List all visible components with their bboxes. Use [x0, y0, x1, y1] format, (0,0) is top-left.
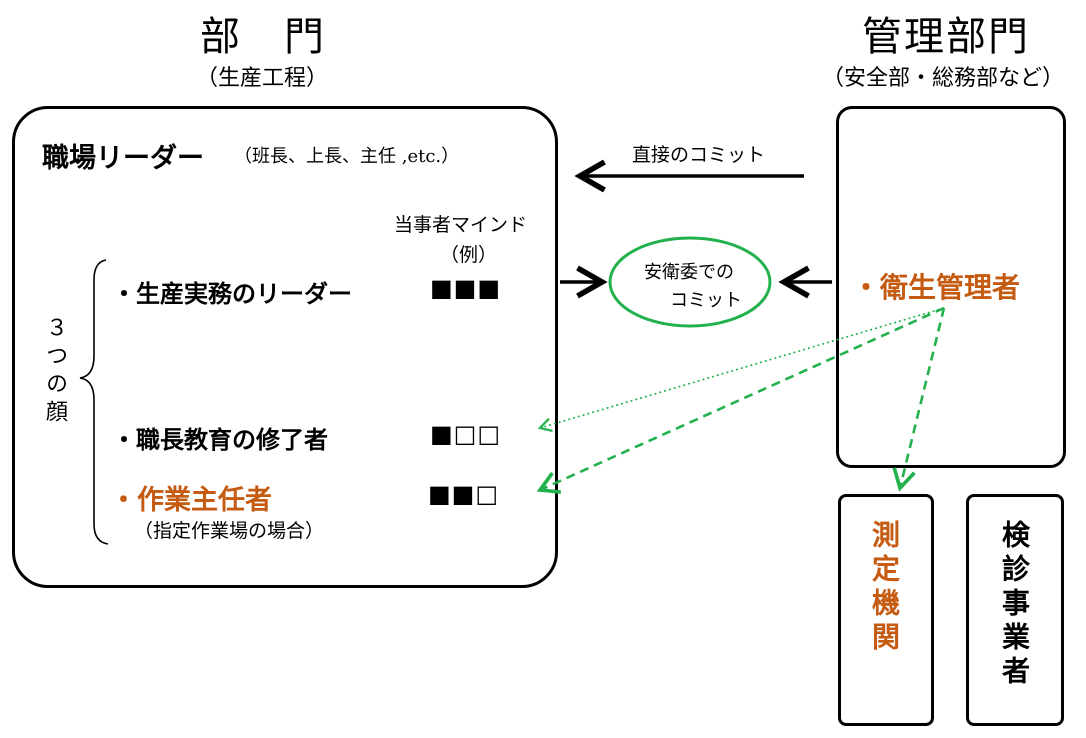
dashed-link-work-chief — [536, 306, 945, 494]
role-health-manager: ・衛生管理者 — [852, 271, 1021, 304]
dept-title: 部 門 — [200, 14, 326, 60]
leader-examples: （班長、上長、主任 ,etc.） — [234, 146, 460, 167]
dept-subtitle: （生産工程） — [196, 66, 329, 91]
role-production-leader: ・生産実務のリーダー — [112, 280, 352, 308]
dotted-link-foreman — [537, 307, 945, 433]
admin-subtitle: （安全部・総務部など） — [822, 66, 1065, 91]
admin-title: 管理部門 — [862, 14, 1030, 60]
three-faces-label: ３つの顔 — [42, 316, 67, 428]
committee-commit-label: 安衛委での — [644, 262, 734, 283]
role-work-chief-note: （指定作業場の場合） — [134, 520, 325, 542]
mind-work-chief: ■■□ — [428, 480, 500, 508]
three-faces-brace — [79, 259, 109, 545]
committee-commit-label-2: コミット — [670, 290, 742, 311]
role-work-chief: ・作業主任者 — [110, 485, 272, 516]
mind-production-leader: ■■■ — [430, 274, 502, 302]
dashed-link-measurement — [892, 307, 946, 492]
role-foreman-trained: ・職長教育の修了者 — [112, 426, 328, 454]
department-box — [12, 106, 558, 588]
committee-ellipse — [608, 236, 772, 328]
mind-label: 当事者マインド — [394, 214, 528, 236]
measurement-agency: 測定機関 — [868, 520, 901, 656]
health-checkup-provider: 検診事業者 — [998, 520, 1031, 690]
admin-box — [836, 106, 1066, 468]
measurement-agency-box — [838, 494, 934, 726]
health-checkup-box — [966, 494, 1064, 726]
leader-title: 職場リーダー — [42, 143, 204, 174]
mind-label-example: （例） — [440, 244, 498, 266]
direct-commit-label: 直接のコミット — [632, 144, 766, 166]
mind-foreman-trained: ■□□ — [430, 420, 502, 448]
